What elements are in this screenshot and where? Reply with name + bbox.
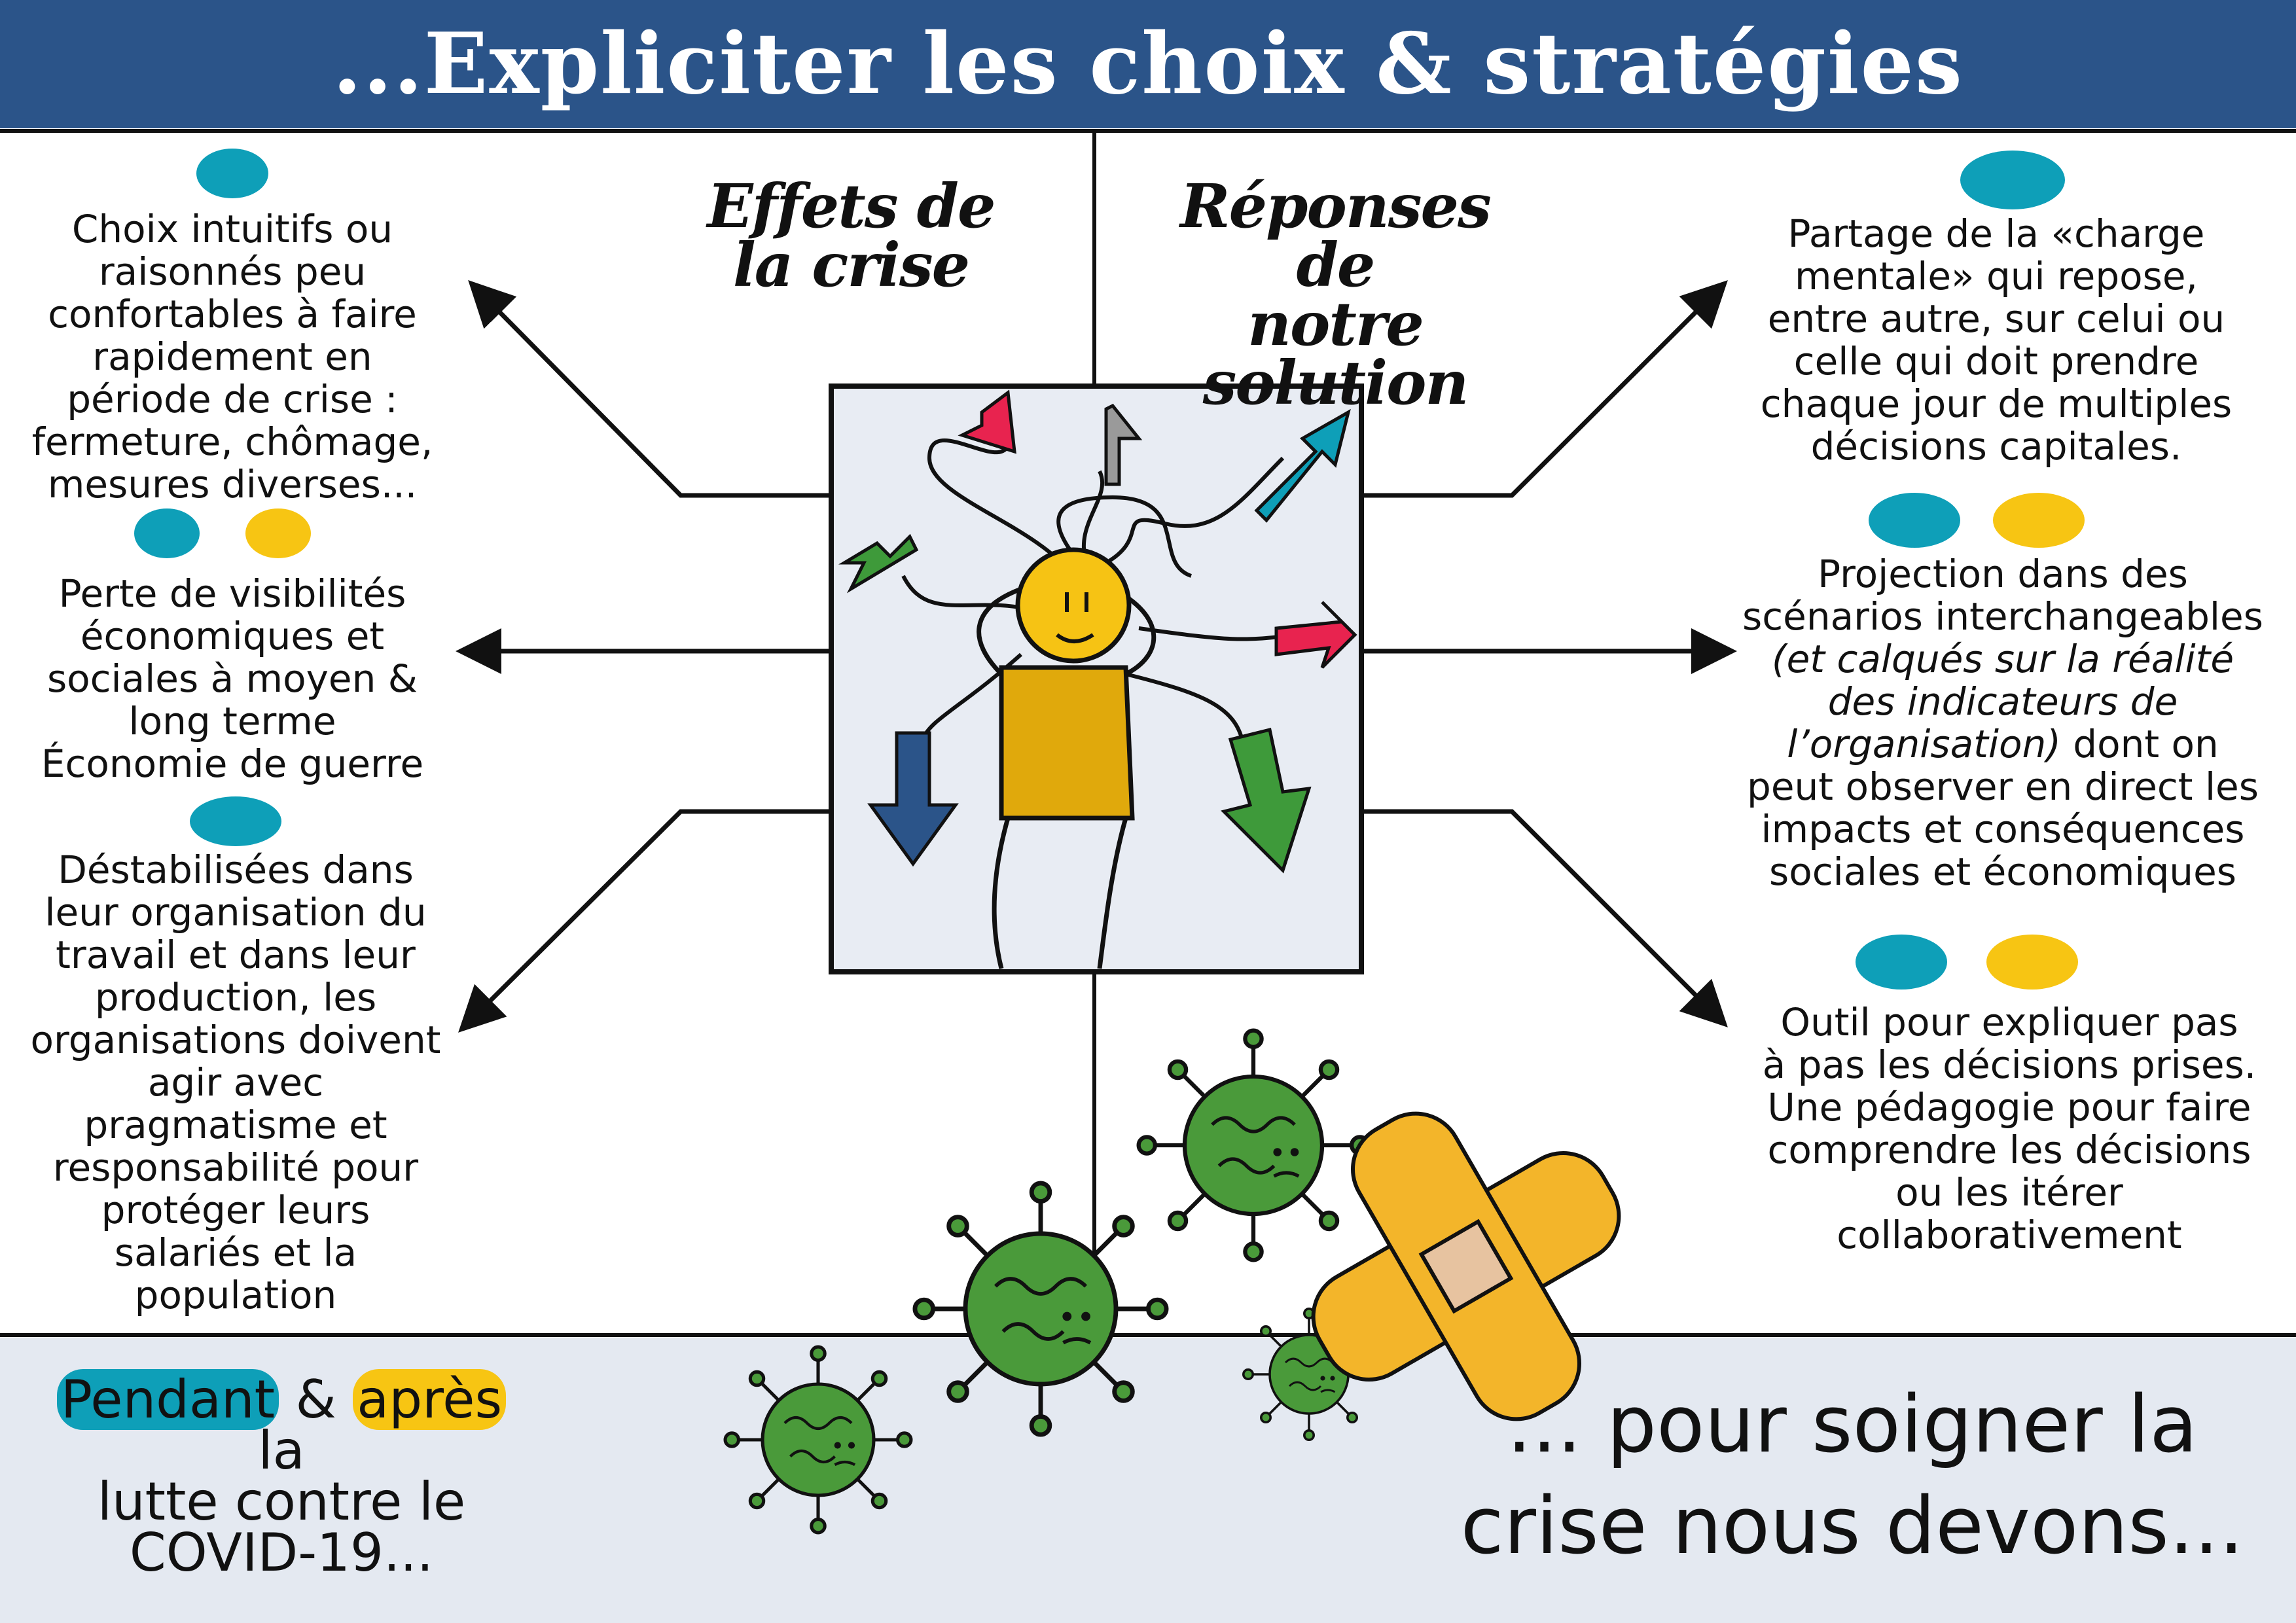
text-line: chaque jour de multiples bbox=[1760, 382, 2233, 426]
caption-line-1: ... pour soigner la bbox=[1507, 1380, 2198, 1471]
text-line: celle qui doit prendre bbox=[1793, 339, 2199, 383]
quote-marks bbox=[134, 149, 2085, 990]
heading-effects: Effets de la crise bbox=[694, 171, 1008, 300]
page-title: ...Expliciter les choix & stratégies bbox=[332, 15, 1964, 113]
text-line: Partage de la «charge bbox=[1787, 211, 2205, 256]
heading-responses-line2: notre solution bbox=[1202, 289, 1469, 418]
text-line: collaborativement bbox=[1837, 1213, 2182, 1257]
caption-line-2: lutte contre le bbox=[97, 1471, 466, 1532]
text-line: décisions capitales. bbox=[1810, 424, 2182, 469]
text-line: protéger leurs bbox=[101, 1188, 370, 1232]
text-line: travail et dans leur bbox=[56, 933, 416, 977]
text-line: rapidement en bbox=[92, 334, 372, 379]
caption-line-2: crise nous devons... bbox=[1460, 1481, 2244, 1572]
bottom-left-caption: Pendant & après la lutte contre le COVID… bbox=[26, 1369, 537, 1583]
virus-cluster bbox=[725, 1031, 1376, 1533]
text-line: mesures diverses... bbox=[47, 462, 418, 507]
text-line: à pas les décisions prises. bbox=[1762, 1043, 2257, 1087]
text-line: Projection dans des bbox=[1818, 552, 2188, 596]
text-line: Économie de guerre bbox=[41, 741, 424, 786]
text-line: ou les itérer bbox=[1895, 1170, 2123, 1215]
stressed-figure-illustration bbox=[829, 383, 1364, 974]
text-line: production, les bbox=[94, 975, 377, 1020]
text-line: long terme bbox=[128, 699, 336, 743]
caption-amp: & bbox=[279, 1369, 353, 1430]
text-line: pragmatisme et bbox=[84, 1103, 387, 1147]
text-fragment: dont on bbox=[2060, 722, 2219, 766]
left-item-2: Perte de visibilités économiques et soci… bbox=[7, 573, 458, 785]
text-line: peut observer en direct les bbox=[1747, 764, 2259, 809]
title-bar bbox=[0, 0, 2296, 128]
highlight-apres: après bbox=[353, 1369, 507, 1430]
caption-line-1: Pendant & après la bbox=[26, 1369, 537, 1477]
text-line: Déstabilisées dans bbox=[58, 847, 414, 892]
text-line: salariés et la bbox=[114, 1230, 357, 1275]
text-line: comprendre les décisions bbox=[1767, 1128, 2251, 1172]
text-line: Outil pour expliquer pas bbox=[1780, 1000, 2238, 1044]
heading-effects-line1: Effets de bbox=[707, 171, 996, 241]
right-item-2: Projection dans des scénarios interchang… bbox=[1715, 553, 2291, 893]
heading-effects-line2: la crise bbox=[732, 230, 970, 300]
left-item-1: Choix intuitifs ou raisonnés peu confort… bbox=[7, 208, 458, 506]
text-line: confortables à faire bbox=[48, 292, 417, 336]
text-line: agir avec bbox=[147, 1060, 324, 1105]
text-line: des indicateurs de bbox=[1827, 679, 2178, 724]
text-line: raisonnés peu bbox=[98, 249, 367, 294]
text-line: (et calqués sur la réalité bbox=[1771, 637, 2234, 681]
text-line: Une pédagogie pour faire bbox=[1767, 1085, 2251, 1130]
text-line: sociales et économiques bbox=[1769, 849, 2236, 894]
heading-responses-line1: Réponses de bbox=[1180, 171, 1492, 300]
bandage-icon bbox=[1311, 1111, 1621, 1421]
connector-arrows bbox=[456, 280, 1737, 1033]
text-line: sociales à moyen & bbox=[46, 656, 418, 701]
right-item-1: Partage de la «charge mentale» qui repos… bbox=[1715, 213, 2278, 468]
text-line: période de crise : bbox=[67, 377, 398, 421]
text-line: mentale» qui repose, bbox=[1795, 254, 2198, 298]
text-line: population bbox=[134, 1273, 337, 1317]
caption-line-3: COVID-19... bbox=[129, 1522, 434, 1583]
text-line: organisations doivent bbox=[30, 1018, 441, 1062]
text-line: scénarios interchangeables bbox=[1742, 594, 2263, 639]
text-line: Choix intuitifs ou bbox=[71, 207, 393, 251]
heading-responses: Réponses de notre solution bbox=[1152, 171, 1518, 418]
text-line: l’organisation) dont on bbox=[1715, 723, 2291, 766]
text-line: leur organisation du bbox=[45, 890, 427, 935]
text-line: entre autre, sur celui ou bbox=[1767, 296, 2225, 341]
right-item-3: Outil pour expliquer pas à pas les décis… bbox=[1728, 1001, 2291, 1257]
text-line: fermeture, chômage, bbox=[31, 419, 433, 464]
bottom-right-caption: ... pour soigner la crise nous devons... bbox=[1427, 1374, 2278, 1577]
caption-rest: la bbox=[258, 1420, 305, 1481]
text-line: économiques et bbox=[80, 614, 385, 658]
highlight-pendant: Pendant bbox=[56, 1369, 279, 1430]
italic-fragment: l’organisation) bbox=[1787, 722, 2061, 766]
left-item-3: Déstabilisées dans leur organisation du … bbox=[7, 849, 465, 1317]
text-line: Perte de visibilités bbox=[58, 571, 406, 616]
text-line: responsabilité pour bbox=[52, 1145, 419, 1190]
text-line: impacts et conséquences bbox=[1761, 807, 2245, 851]
